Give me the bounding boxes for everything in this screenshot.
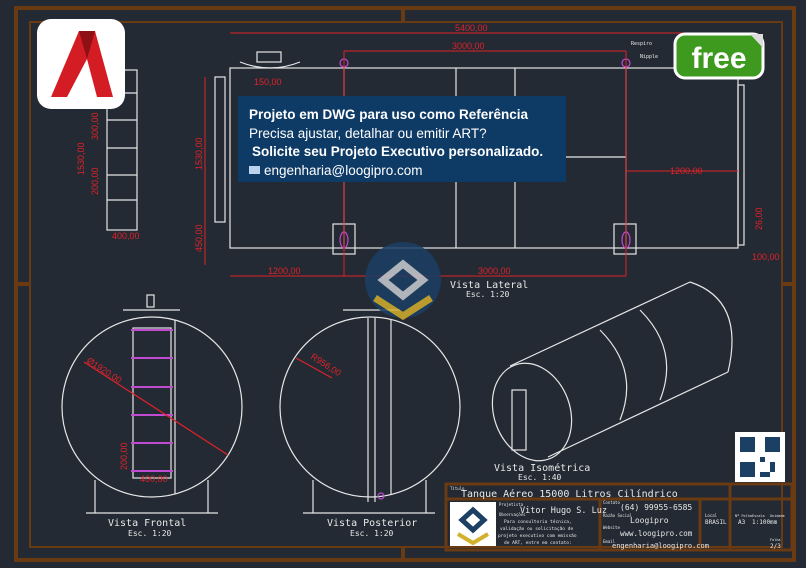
email-icon [249,165,260,174]
promo-cta: Solicite seu Projeto Executivo personali… [252,144,544,159]
free-badge-shape: free [673,32,765,80]
sheet-number: 2/3 [770,543,781,550]
qr-code[interactable] [735,432,785,482]
notes-label: Observações [499,512,526,517]
ladder-dim-width: 400,00 [112,231,140,241]
local-label: Local [705,513,718,518]
isometric-view [491,281,733,462]
email: engenharia@loogipro.com [612,542,709,550]
promo-question: Precisa ajustar, detalhar ou emitir ART? [249,125,487,141]
dim-center: 3000,00 [478,266,511,276]
unit-label: Unidade [770,514,785,518]
dim-length: 5400,00 [455,23,488,33]
frontal-diameter: Ø1920,00 [85,355,124,385]
autocad-logo [37,19,125,109]
promo-email-link[interactable]: engenharia@loogipro.com [264,162,423,178]
dim-outlet-offset: 100,00 [752,252,780,262]
sheet-size-label: Nº Folha [735,514,752,518]
dim-base: 450,00 [194,224,204,252]
sheet-size: A3 [738,519,746,526]
notes-line: projeto executivo com emissão [498,533,577,539]
ladder-dim-step: 300,00 [90,112,100,140]
dim-left: 1200,00 [268,266,301,276]
frontal-dim-step: 200,00 [119,442,129,470]
sheet-border [14,6,796,562]
company: Loogipro [630,516,669,525]
website: www.loogipro.com [620,529,693,538]
contact: (64) 99955-6585 [620,503,692,512]
frontal-view [61,294,243,514]
author: Vitor Hugo S. Luz [520,506,607,516]
free-text: free [691,42,746,75]
author-label: Projetista [499,502,524,507]
posterior-scale: Esc. 1:20 [350,529,394,538]
promo-headline: Projeto em DWG para uso como Referência [249,107,529,122]
qr-code-icon [740,437,780,477]
scale: 1:100 [752,519,770,526]
notes-line: de ART, entre em contato: [504,540,572,546]
local: BRASIL [705,519,727,526]
scale-label: Escala [752,514,765,518]
title-label: Título [450,486,465,491]
sheet-label: Folha [770,538,781,542]
posterior-title: Vista Posterior [327,518,417,529]
ladder-dim-spacing: 200,00 [90,167,100,195]
lateral-scale: Esc. 1:20 [466,290,510,299]
callout-nipple: Nipple [640,54,658,60]
dim-offset: 150,00 [254,77,282,87]
promo-banner: Projeto em DWG para uso como Referência … [238,96,566,182]
free-badge: free [672,28,766,82]
lateral-title: Vista Lateral [450,280,528,291]
title-block-text: Título Tanque Aéreo 15000 Litros Cilíndr… [450,486,785,550]
frontal-dim-width: 400,00 [140,474,168,484]
loogipro-watermark-logo [365,242,441,321]
drawing-title: Tanque Aéreo 15000 Litros Cilíndrico [461,488,678,500]
posterior-view [279,309,461,514]
frontal-title: Vista Frontal [108,518,186,529]
email-label: Email [603,539,616,544]
dim-outlet: 26,00 [754,207,764,230]
dim-right: 1200,00 [670,166,703,176]
unit: mm [770,519,778,526]
dim-height: 1530,00 [194,137,204,170]
isometric-title: Vista Isométrica [494,462,590,474]
isometric-scale: Esc. 1:40 [518,473,562,482]
notes-line: Para consultoria técnica, [504,518,572,525]
title-block [444,482,794,552]
ladder-dim-height: 1530,00 [76,142,86,175]
autocad-a-icon [51,31,113,97]
website-label: Website [603,525,620,530]
callout-respiro: Respiro [631,41,652,47]
notes-line: validação ou solicitação de [500,526,573,532]
contact-label: Contato [603,500,620,505]
dim-saddle-spacing: 3000,00 [452,41,485,51]
company-label: Razão Social [603,513,632,518]
frontal-scale: Esc. 1:20 [128,529,172,538]
